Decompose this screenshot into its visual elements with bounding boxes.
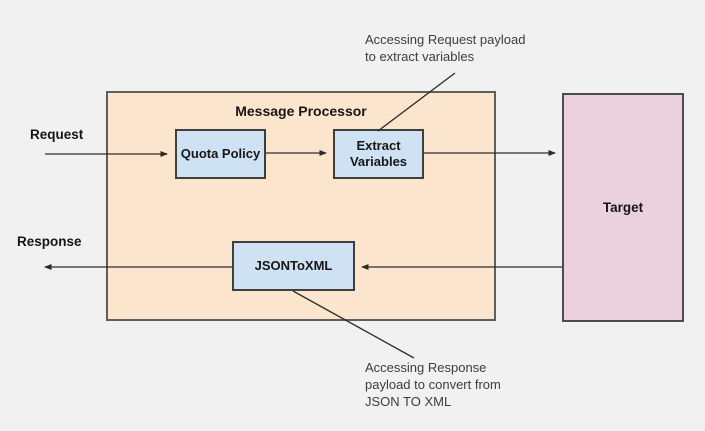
extract-variables-node: Extract Variables [333, 129, 424, 179]
quota-policy-label: Quota Policy [180, 145, 261, 161]
extract-variables-label: Extract Variables [349, 137, 408, 169]
json-to-xml-label: JSONToXML [254, 257, 333, 273]
response-label: Response [17, 234, 82, 249]
target-box: Target [562, 93, 684, 322]
request-label: Request [30, 127, 84, 142]
request-payload-annotation: Accessing Request payload to extract var… [365, 32, 526, 64]
target-label: Target [602, 200, 644, 215]
quota-policy-node: Quota Policy [175, 129, 266, 179]
response-payload-annotation: Accessing Response payload to convert fr… [365, 360, 501, 409]
json-to-xml-node: JSONToXML [232, 241, 355, 291]
message-processor-title: Message Processor [235, 103, 367, 119]
